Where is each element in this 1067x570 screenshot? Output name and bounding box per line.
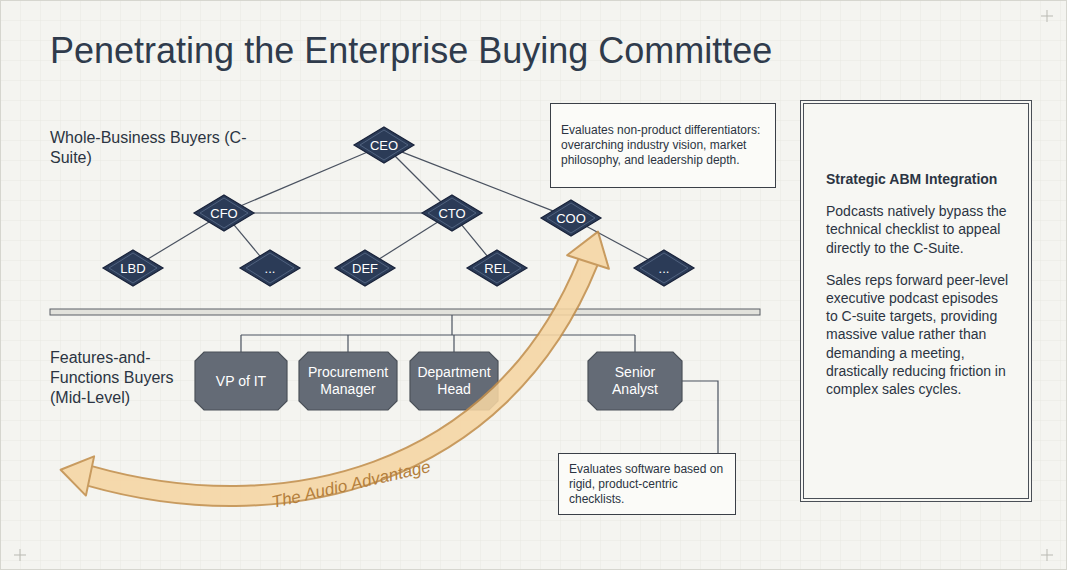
panel-body: Sales reps forward peer-level executive … (826, 271, 1010, 398)
diamond-bevel (341, 253, 389, 283)
diamond-body (354, 127, 414, 163)
tier-separator (50, 309, 760, 315)
executive-diamond: COO (541, 200, 601, 236)
arrow-label: The Audio Advantage (270, 456, 433, 513)
bus-drop (240, 335, 241, 352)
tier-bus (241, 315, 635, 352)
executive-diamond: REL (467, 250, 527, 286)
panel-body: Podcasts natively bypass the technical c… (826, 202, 1010, 257)
corner-mark (1047, 10, 1048, 22)
tree-connector (587, 227, 648, 260)
diamond-bevel (246, 253, 294, 283)
diamond-bevel (473, 253, 521, 283)
node-label: Procurement Manager (305, 364, 391, 398)
diamond-bevel (640, 253, 688, 283)
node-label: CTO (438, 206, 465, 221)
bus-drop (634, 335, 635, 352)
diamond-body (335, 250, 395, 286)
panel-heading: Strategic ABM Integration (826, 170, 1010, 188)
arrow-head (61, 456, 95, 495)
octagon-body (195, 352, 287, 410)
executive-diamond: CEO (354, 127, 414, 163)
tree-connector (254, 212, 422, 213)
node-label: ... (265, 261, 276, 276)
diamond-bevel (200, 198, 248, 228)
node-label: Senior Analyst (594, 364, 676, 398)
callout-box: Evaluates non-product differentiators: o… (550, 103, 776, 188)
bus-line (241, 334, 635, 335)
tree-connector (148, 222, 209, 259)
tier-label: Features-and-Functions Buyers (Mid-Level… (50, 348, 200, 408)
node-label: ... (659, 261, 670, 276)
corner-mark (1047, 549, 1048, 561)
bus-drop (347, 335, 348, 352)
manager-box: Procurement Manager (299, 352, 397, 410)
bus-drop (451, 315, 452, 335)
manager-box: VP of IT (195, 352, 287, 410)
arrow-head (567, 232, 609, 269)
manager-box: Department Head (410, 352, 498, 410)
octagon-body (410, 352, 498, 410)
callout-box: Evaluates software based on rigid, produ… (558, 453, 736, 515)
node-label: CFO (210, 206, 237, 221)
callout-text: Evaluates non-product differentiators: o… (561, 123, 765, 168)
diamond-bevel (109, 253, 157, 283)
arrow-band-outline (90, 262, 588, 496)
octagon-body (588, 352, 682, 410)
executive-diamond: CFO (194, 195, 254, 231)
node-label: CEO (370, 138, 398, 153)
executive-diamond: ... (634, 250, 694, 286)
node-label: REL (484, 261, 509, 276)
diamond-bevel (360, 130, 408, 160)
callout-text: Evaluates software based on rigid, produ… (569, 462, 725, 507)
node-label: DEF (352, 261, 378, 276)
node-label: LBD (120, 261, 145, 276)
executive-diamond: ... (240, 250, 300, 286)
side-panel: Strategic ABM IntegrationPodcasts native… (800, 100, 1032, 502)
tree-connector (462, 225, 487, 256)
manager-box: Senior Analyst (588, 352, 682, 410)
diamond-body (103, 250, 163, 286)
diamond-body (194, 195, 254, 231)
diamond-bevel (428, 198, 476, 228)
audio-advantage-arrow (61, 232, 609, 496)
tree-connector (234, 225, 260, 256)
diamond-body (541, 200, 601, 236)
diamond-body (422, 195, 482, 231)
tree-connector (682, 381, 718, 453)
node-label: COO (556, 211, 586, 226)
arrow-band (90, 262, 588, 496)
node-label: VP of IT (216, 373, 266, 390)
corner-mark (20, 549, 21, 561)
bus-drop (453, 335, 454, 352)
diagram-title: Penetrating the Enterprise Buying Commit… (50, 30, 772, 72)
tier-label: Whole-Business Buyers (C-Suite) (50, 128, 250, 168)
executive-diamond: LBD (103, 250, 163, 286)
tree-connector (395, 156, 441, 202)
tree-connector (402, 152, 553, 211)
diamond-body (467, 250, 527, 286)
diamond-bevel (547, 203, 595, 233)
corner-marks (14, 10, 1053, 561)
executive-diamond: DEF (335, 250, 395, 286)
diamond-body (634, 250, 694, 286)
node-label: Department Head (416, 364, 492, 398)
executive-diamond: CTO (422, 195, 482, 231)
tree-connector (242, 152, 367, 205)
diamond-body (240, 250, 300, 286)
tree-connector (380, 222, 438, 259)
octagon-body (299, 352, 397, 410)
